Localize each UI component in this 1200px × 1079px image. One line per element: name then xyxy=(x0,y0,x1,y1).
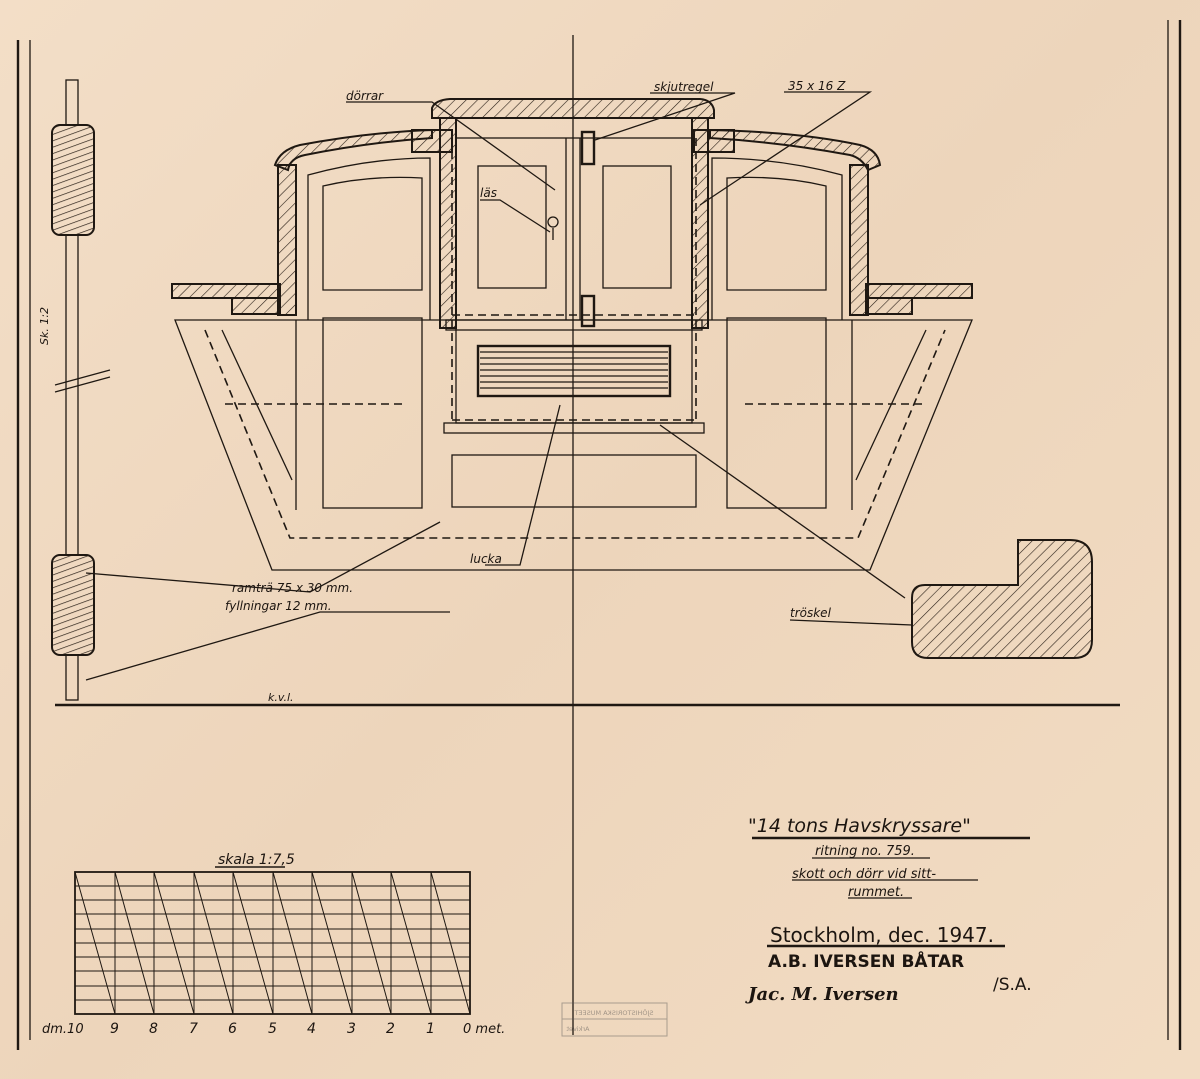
drawing-title: "14 tons Havskryssare" xyxy=(748,815,971,837)
tick-label: 9 xyxy=(110,1021,119,1037)
company-name: A.B. IVERSEN BÅTAR xyxy=(768,949,964,972)
label-dimension: 35 x 16 Z xyxy=(788,79,846,93)
label-dorrar: dörrar xyxy=(346,89,384,103)
label-fyllningar: fyllningar 12 mm. xyxy=(225,599,332,613)
leader-lines xyxy=(85,91,913,681)
scale-title: skala 1:7,5 xyxy=(218,852,295,868)
side-panels xyxy=(295,157,853,510)
label-lucka: lucka xyxy=(470,552,502,566)
label-las: läs xyxy=(480,186,497,200)
signature: Jac. M. Iversen xyxy=(745,984,899,1005)
company-suffix: /S.A. xyxy=(993,975,1032,995)
door-section-detail xyxy=(51,79,111,701)
tick-label: 2 xyxy=(386,1021,395,1037)
tick-label: 6 xyxy=(228,1021,237,1037)
scale-bar-grid xyxy=(74,866,471,1015)
sheet-border xyxy=(16,20,1182,1050)
threshold-section xyxy=(911,539,1093,659)
bulkhead-outline xyxy=(174,319,973,571)
title-block: "14 tons Havskryssare" ritning no. 759. … xyxy=(745,815,1032,1005)
label-skjutregel: skjutregel xyxy=(654,80,714,94)
drawing-number: ritning no. 759. xyxy=(815,844,915,859)
cabin-roof xyxy=(273,98,882,329)
scale-bar-ticks: dm.10 9 8 7 6 5 4 3 2 1 0 met. xyxy=(42,1021,505,1037)
tick-label: dm.10 xyxy=(42,1022,84,1037)
tick-label: 7 xyxy=(189,1021,198,1037)
tick-label: 4 xyxy=(307,1021,316,1037)
tick-label: 8 xyxy=(149,1021,158,1037)
tick-label: 1 xyxy=(426,1021,435,1037)
label-kvl: k.v.l. xyxy=(268,691,294,704)
label-section-scale: Sk. 1:2 xyxy=(38,307,51,345)
label-ramtra: ramträ 75 x 30 mm. xyxy=(232,581,353,595)
tick-label: 3 xyxy=(347,1021,356,1037)
tick-label: 5 xyxy=(268,1021,277,1037)
place-date: Stockholm, dec. 1947. xyxy=(770,923,994,947)
tick-label: 0 met. xyxy=(463,1022,505,1037)
stamp-line-1: SJÖHISTORISKA MUSEET xyxy=(574,1008,653,1017)
label-troskel: tröskel xyxy=(790,606,832,620)
drawing-description-2: rummet. xyxy=(848,885,904,900)
museum-stamp: SJÖHISTORISKA MUSEET Arkivet xyxy=(561,1002,668,1037)
drawing-description-1: skott och dörr vid sitt- xyxy=(792,867,936,882)
doors xyxy=(443,130,705,508)
stamp-line-2: Arkivet xyxy=(566,1025,590,1033)
